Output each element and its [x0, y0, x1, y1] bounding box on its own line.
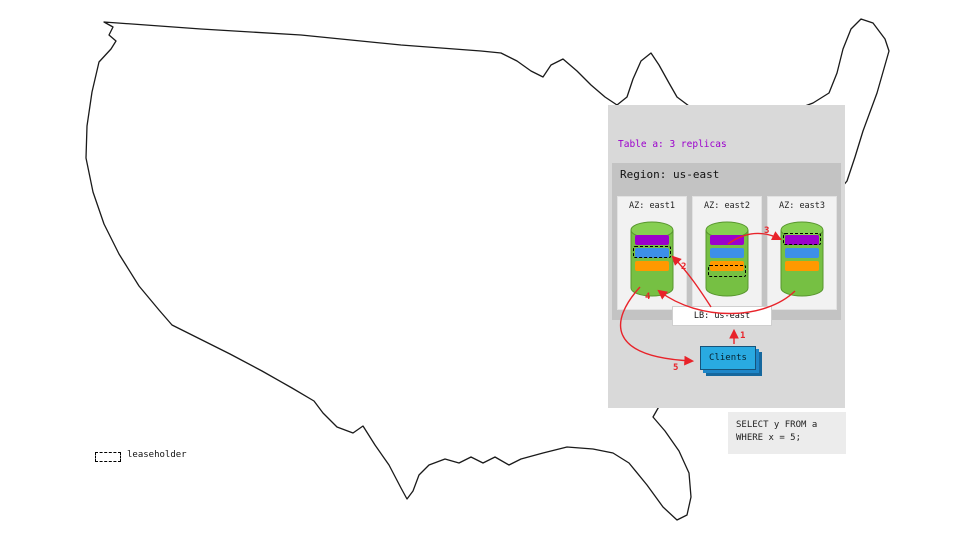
- replica-table-b: [710, 261, 744, 271]
- leaseholder-key-label: leaseholder: [127, 450, 187, 460]
- leaseholder-swatch-icon: [95, 452, 121, 462]
- leaseholder-marker-index-a: [633, 246, 671, 258]
- az-east2-label: AZ: east2: [703, 201, 751, 211]
- legend-table-a: Table a: 3 replicas: [618, 139, 727, 150]
- replica-table-a: [785, 235, 819, 245]
- replica-index-a: [635, 248, 669, 258]
- az-east1: AZ: east1: [617, 196, 687, 310]
- az-east3: AZ: east3: [767, 196, 837, 310]
- sql-statement-box: SELECT y FROM a WHERE x = 5;: [728, 412, 846, 454]
- step-number-4: 4: [645, 292, 651, 302]
- az-east1-label: AZ: east1: [628, 201, 676, 211]
- step-number-2: 2: [681, 262, 687, 272]
- sql-line-2: WHERE x = 5;: [736, 433, 802, 443]
- replica-index-a: [710, 248, 744, 258]
- replica-index-a: [785, 248, 819, 258]
- replica-table-b: [635, 261, 669, 271]
- replica-table-a: [635, 235, 669, 245]
- database-cylinder-icon: [705, 221, 749, 297]
- clients-box: Clients: [700, 346, 756, 370]
- db-node-east2: [705, 221, 749, 299]
- replica-table-b: [785, 261, 819, 271]
- sql-line-1: SELECT y FROM a: [736, 420, 818, 430]
- region-label: Region: us-east: [620, 168, 720, 181]
- az-east3-label: AZ: east3: [778, 201, 826, 211]
- step-number-3: 3: [764, 226, 770, 236]
- leaseholder-marker-table-b: [708, 265, 746, 277]
- load-balancer-box: LB: us-east: [672, 306, 772, 326]
- db-node-east3: [780, 221, 824, 299]
- topology-panel: Table a: 3 replicas Index a: 3 replicas …: [608, 105, 845, 408]
- replica-table-a: [710, 235, 744, 245]
- step-number-5: 5: [673, 363, 679, 373]
- database-cylinder-icon: [630, 221, 674, 297]
- db-node-east1: [630, 221, 674, 299]
- step-number-1: 1: [740, 331, 746, 341]
- leaseholder-marker-table-a: [783, 233, 821, 245]
- az-east2: AZ: east2: [692, 196, 762, 310]
